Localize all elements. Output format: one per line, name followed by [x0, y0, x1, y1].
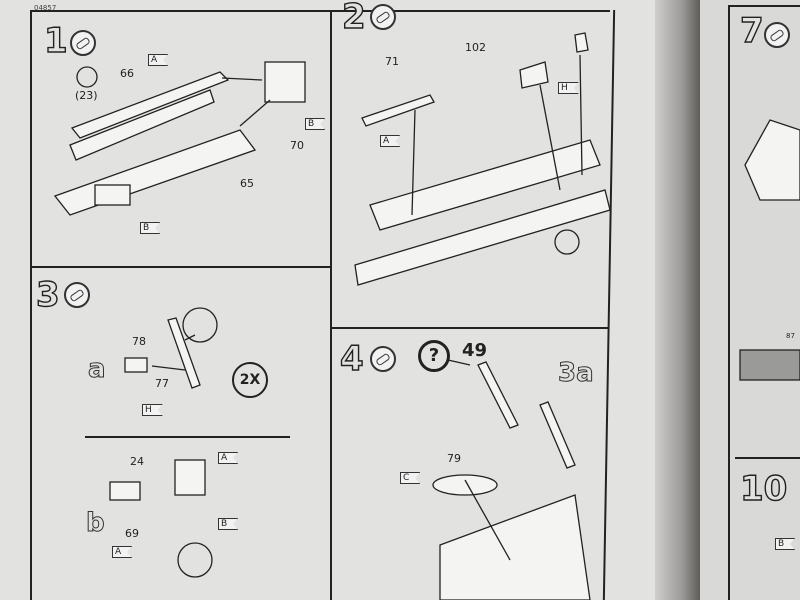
- step-number-3: 3: [35, 275, 60, 315]
- divider-step1: [30, 266, 331, 268]
- sprue-tag: H: [142, 404, 163, 416]
- hand-icon-2: [370, 4, 396, 30]
- right-divider: [735, 457, 800, 459]
- substep-reference: 3a: [558, 358, 595, 388]
- step-number-10: 10: [739, 469, 788, 509]
- hand-icon-3: [64, 282, 90, 308]
- part-label: 102: [465, 41, 486, 54]
- step4-rifle1: [477, 361, 519, 429]
- step3-part78: [124, 357, 148, 373]
- step1-rail2: [69, 89, 215, 161]
- frame-left: [30, 10, 32, 600]
- sprue-tag: C: [400, 472, 421, 484]
- divider-vertical: [330, 10, 332, 600]
- part-label: 24: [130, 455, 144, 468]
- step3-part24: [109, 481, 141, 501]
- substep-b: b: [86, 508, 106, 538]
- frame-top: [30, 10, 610, 12]
- hand-icon-4: [370, 346, 396, 372]
- divider-step3: [85, 436, 290, 438]
- part-label: 71: [385, 55, 399, 68]
- step2-upper: [369, 139, 601, 231]
- step-number-2: 2: [341, 0, 366, 37]
- right-part7: [744, 119, 800, 201]
- page-gutter: [655, 0, 700, 600]
- reference-step: 49: [462, 340, 488, 361]
- next-page: [700, 0, 800, 600]
- step3-body: [174, 459, 206, 496]
- quantity-badge: 2X: [232, 362, 268, 398]
- step4-chassis: [439, 494, 591, 600]
- right-part87: [739, 349, 800, 381]
- page-code: 04857: [34, 4, 57, 12]
- instruction-page: [0, 0, 655, 600]
- step2-base: [354, 189, 611, 286]
- step1-seat: [94, 184, 131, 206]
- step-number-1: 1: [43, 21, 68, 61]
- part-label: 79: [447, 452, 461, 465]
- step4-rifle2: [539, 401, 576, 469]
- part-label: (23): [75, 89, 98, 102]
- part-label: 66: [120, 67, 134, 80]
- step1-rail: [70, 71, 230, 139]
- part-label: 65: [240, 177, 254, 190]
- part-label: 77: [155, 377, 169, 390]
- part-label: 69: [125, 527, 139, 540]
- hand-icon-7: [764, 22, 790, 48]
- step1-part70: [264, 61, 306, 103]
- step-number-7: 7: [739, 11, 764, 51]
- hand-icon-1: [70, 30, 96, 56]
- right-frame-top: [728, 5, 800, 7]
- part-label: 70: [290, 139, 304, 152]
- step3-rifle: [167, 317, 201, 389]
- part-label: 78: [132, 335, 146, 348]
- part-label: 87: [786, 332, 795, 340]
- step2-part71: [361, 94, 435, 127]
- step2-part102: [519, 61, 549, 89]
- sprue-tag: B: [305, 118, 326, 130]
- step-number-4: 4: [339, 339, 364, 379]
- question-icon: ?: [418, 340, 450, 372]
- right-frame-left: [728, 5, 730, 600]
- step2-part102b: [574, 32, 589, 53]
- divider-step2: [331, 327, 609, 329]
- step4-part79: [432, 474, 498, 496]
- substep-a: a: [88, 354, 107, 384]
